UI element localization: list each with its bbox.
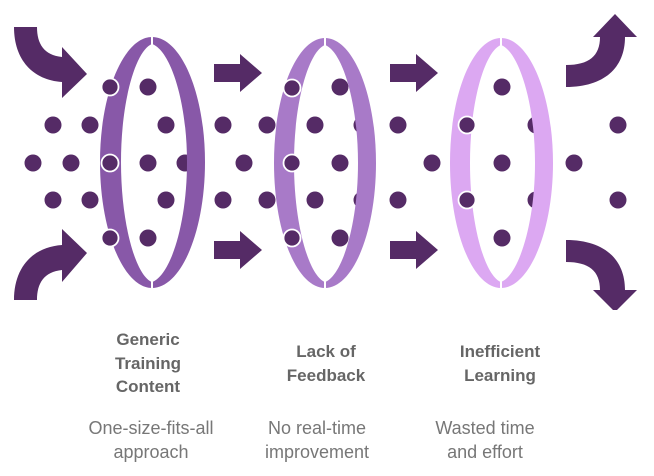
stage-2-title-line: Lack of (296, 342, 356, 361)
particle-dot-outlined (457, 115, 477, 135)
particle-dot (493, 78, 511, 96)
particle-dot (565, 154, 583, 172)
particle-dot (81, 191, 99, 209)
stage-1-description: One-size-fits-all approach (61, 416, 241, 464)
flow-arrows (14, 14, 637, 310)
particle-dot (306, 191, 324, 209)
particle-dot (214, 191, 232, 209)
particle-dot (214, 116, 232, 134)
particle-dot (44, 191, 62, 209)
stage-2-description: No real-time improvement (227, 416, 407, 464)
filter-ring-2 (274, 37, 376, 290)
particle-dot (493, 154, 511, 172)
curved-arrow-out-top-icon (566, 14, 637, 87)
particle-dot (331, 229, 349, 247)
stage-3-title-line: Inefficient (459, 342, 541, 361)
particle-dot (389, 116, 407, 134)
particle-dots (24, 78, 627, 247)
curved-arrow-in-bottom-icon (14, 229, 87, 300)
particle-dot (235, 154, 253, 172)
ring-1-band (100, 37, 205, 288)
particle-dot (331, 154, 349, 172)
curved-arrow-out-bottom-icon (566, 240, 637, 310)
stage-1-title-line: Content (115, 377, 181, 396)
arrow-right-icon (214, 54, 262, 92)
stage-2-title-line: Feedback (286, 365, 366, 385)
particle-dot (423, 154, 441, 172)
stage-3-desc-line: Wasted time (435, 418, 535, 438)
particle-dot (258, 116, 276, 134)
stage-3-title-line: Learning (464, 365, 536, 385)
particle-dot-outlined (100, 228, 120, 248)
stage-1-title-line: Training (114, 353, 182, 373)
particle-dots-highlighted (100, 77, 477, 248)
particle-dot (139, 78, 157, 96)
particle-dot (62, 154, 80, 172)
particle-dot (609, 116, 627, 134)
filter-ring-1 (100, 36, 205, 290)
particle-dot (157, 191, 175, 209)
particle-dot (139, 229, 157, 247)
particle-dot-outlined (100, 77, 120, 97)
stage-2-title: Lack of Feedback (246, 340, 406, 387)
particle-dot (139, 154, 157, 172)
arrow-right-icon (390, 231, 438, 269)
particle-dot-outlined (100, 153, 120, 173)
stage-2-desc-line: No real-time (267, 418, 367, 438)
stage-1-title-line: Generic (116, 330, 180, 349)
stage-1-desc-line: One-size-fits-all (88, 418, 214, 438)
stage-1-title: Generic Training Content (68, 328, 228, 399)
stage-3-desc-line: and effort (447, 442, 523, 462)
particle-dot (306, 116, 324, 134)
arrow-right-icon (390, 54, 438, 92)
particle-dot-outlined (282, 153, 302, 173)
particle-dot (493, 229, 511, 247)
particle-dot (258, 191, 276, 209)
particle-dot (157, 116, 175, 134)
particle-dot-outlined (282, 228, 302, 248)
stage-1-desc-line: approach (113, 442, 189, 462)
stage-2-desc-line: improvement (264, 442, 370, 462)
funnel-filter-diagram (14, 14, 637, 310)
particle-dot (24, 154, 42, 172)
filter-ring-3 (450, 37, 553, 290)
particle-dot (609, 191, 627, 209)
particle-dot (389, 191, 407, 209)
particle-dot (81, 116, 99, 134)
stage-3-title: Inefficient Learning (420, 340, 580, 387)
curved-arrow-in-top-icon (14, 27, 87, 98)
stage-3-description: Wasted time and effort (395, 416, 575, 464)
particle-dot-outlined (457, 190, 477, 210)
particle-dot (44, 116, 62, 134)
arrow-right-icon (214, 231, 262, 269)
particle-dot (331, 78, 349, 96)
particle-dot-outlined (282, 78, 302, 98)
